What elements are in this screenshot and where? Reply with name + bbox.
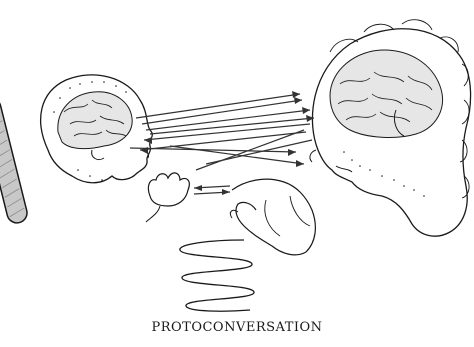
mother-hand	[230, 179, 315, 255]
sound-wave	[180, 240, 254, 311]
infant-hand	[146, 173, 189, 222]
gaze-arrows	[130, 94, 314, 194]
caption: PROTOCONVERSATION	[0, 320, 474, 335]
mother-head	[310, 29, 471, 236]
infant-head	[41, 75, 153, 183]
arrowheads	[140, 91, 314, 195]
hatched-rod	[0, 96, 29, 225]
mother-face-dots	[343, 151, 425, 197]
